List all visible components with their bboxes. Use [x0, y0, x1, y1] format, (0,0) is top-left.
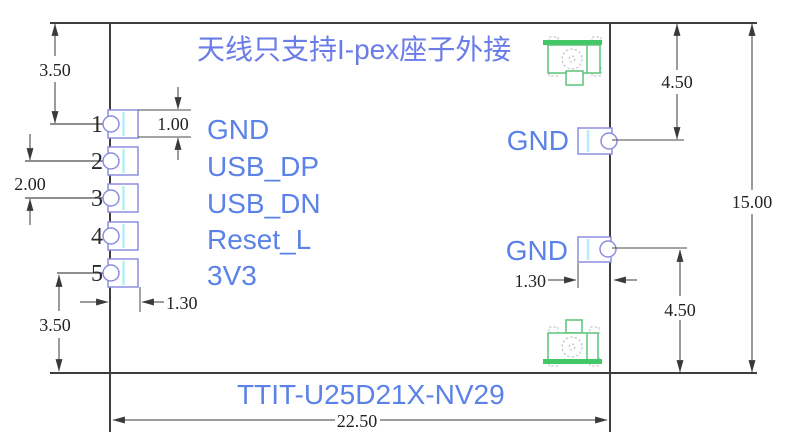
dim-label: 3.50 [39, 60, 71, 80]
pad-pin-1 [102, 109, 139, 139]
connector-bar [543, 40, 602, 45]
ipex-connector-top [543, 36, 602, 86]
dim-pin-span: 2.00 [14, 134, 46, 225]
dim-label: 1.30 [515, 271, 547, 291]
pin-number-3: 3 [91, 186, 103, 212]
pin-label-usb-dp: USB_DP [207, 151, 319, 182]
dim-label: 2.00 [14, 174, 46, 194]
connector-pin [568, 343, 576, 351]
dim-label: 22.50 [337, 411, 378, 431]
dim-pad-offset-left: 1.30 [80, 287, 198, 313]
pin-signal-labels: GND USB_DP USB_DN Reset_L 3V3 [207, 114, 321, 291]
module-name: TTIT-U25D21X-NV29 [237, 379, 505, 410]
connector-tab [565, 70, 584, 86]
dim-pad-offset-right: 1.30 [515, 263, 637, 291]
dim-top-right-height: 4.50 [612, 23, 693, 141]
pin-numbers: 1 2 3 4 5 [91, 112, 103, 287]
pin-number-2: 2 [91, 149, 103, 175]
dim-label: 4.50 [664, 300, 696, 320]
pad-circle [102, 227, 120, 245]
ipex-connector-bottom [543, 319, 602, 367]
pin-number-1: 1 [91, 112, 103, 138]
pad-pin-3 [102, 183, 139, 213]
board-outline [50, 22, 757, 432]
dim-bottom-left-height: 3.50 [39, 274, 71, 372]
antenna-annotation: 天线只支持I-pex座子外接 [197, 34, 511, 65]
pin-leader-lines [25, 123, 108, 274]
right-pad-upper-label: GND [507, 125, 569, 156]
pad-circle [599, 240, 617, 258]
pad-circle [102, 115, 120, 133]
connector-ring [561, 48, 583, 70]
pad-circle [102, 152, 120, 170]
dim-board-width: 22.50 [112, 411, 608, 431]
dim-board-height: 15.00 [732, 23, 773, 373]
dim-label: 1.30 [166, 293, 198, 313]
connector-tab [565, 319, 583, 334]
pin-label-3v3: 3V3 [207, 260, 257, 291]
pad-circle [102, 189, 120, 207]
dim-label: 3.50 [39, 315, 71, 335]
connector-body [547, 44, 601, 74]
pad-pin-4 [102, 221, 139, 251]
pin-number-4: 4 [91, 224, 103, 250]
dim-label: 1.00 [157, 114, 189, 134]
connector-ring [561, 336, 583, 358]
pin-label-usb-dn: USB_DN [207, 188, 321, 219]
connector-bar [543, 359, 602, 364]
right-pad-lower [577, 236, 617, 263]
pad-pin-2 [102, 146, 139, 176]
connector-pin [568, 55, 576, 63]
pin-label-reset-l: Reset_L [207, 224, 311, 255]
pin-label-gnd: GND [207, 114, 269, 145]
dim-label: 4.50 [661, 72, 693, 92]
pad-circle [600, 132, 618, 150]
pad-circle [102, 264, 120, 282]
left-pads [102, 109, 139, 288]
right-pad-upper [577, 127, 618, 155]
dim-bottom-right-height: 4.50 [612, 247, 696, 373]
pin-number-5: 5 [91, 261, 103, 287]
dim-label: 15.00 [732, 192, 773, 212]
right-pad-lower-label: GND [506, 235, 568, 266]
dim-pad-height: 1.00 [138, 87, 191, 160]
dim-top-left-height: 3.50 [39, 23, 71, 124]
pad-pin-5 [102, 258, 139, 288]
